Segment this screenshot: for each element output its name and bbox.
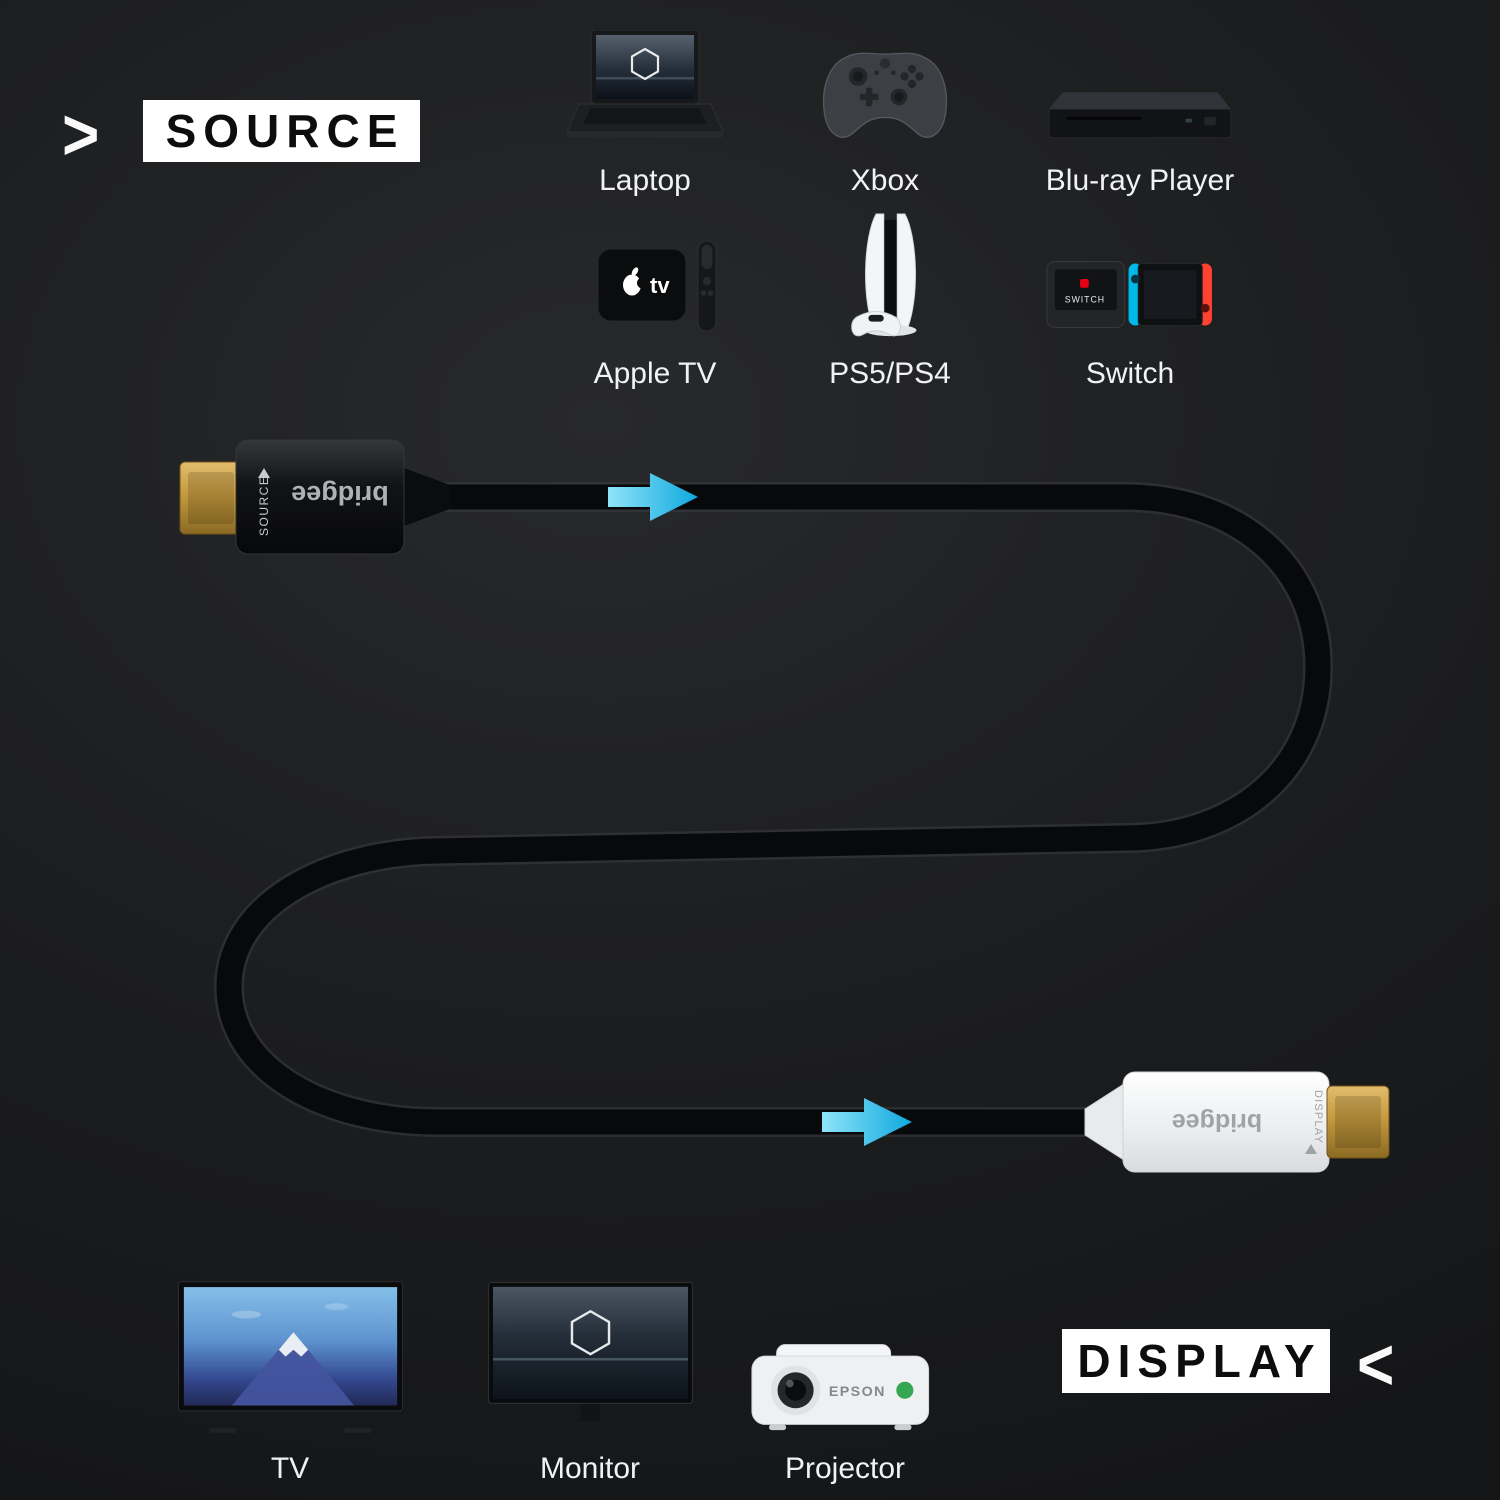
hexagon-logo-icon [570,1309,610,1356]
dualsense-controller-icon [850,311,901,337]
display-chevron-icon: < [1357,1322,1395,1406]
device-label-ps5: PS5/PS4 [829,357,951,390]
monitor-icon [487,1282,693,1431]
device-label-switch: Switch [1085,357,1175,390]
device-label-monitor: Monitor [539,1452,641,1485]
signal-arrow-bottom-icon [822,1098,912,1146]
device-label-laptop: Laptop [599,164,691,197]
source-connector: SOURCE bridgee [179,439,450,555]
nintendo-switch-icon: SWITCH [1046,261,1212,328]
projector-icon: EPSON [751,1344,930,1431]
device-ps5: PS5/PS4 [780,203,1000,391]
tv-icon [177,1281,403,1433]
device-projector: EPSON Projector [745,1280,945,1486]
hexagon-logo-icon [630,47,660,81]
display-label: DISPLAY [1077,1335,1322,1387]
device-label-tv: TV [270,1452,310,1485]
device-bluray: Blu-ray Player [1010,22,1270,198]
device-label-bluray: Blu-ray Player [1045,164,1235,197]
source-port-label: SOURCE [257,476,271,536]
bluray-player-icon [1048,92,1232,139]
laptop-icon [566,30,724,138]
device-label-appletv: Apple TV [593,357,717,390]
device-label-projector: Projector [784,1452,906,1485]
apple-tv-text: tv [650,273,670,298]
display-port-label: DISPLAY [1312,1090,1324,1144]
display-label-badge: DISPLAY [1062,1329,1330,1393]
ps5-console-icon [850,213,916,337]
triangle-marker-icon [258,468,270,478]
xbox-controller-icon [822,52,948,138]
projector-logo-dot-icon [896,1381,914,1399]
signal-arrow-top-icon [608,473,698,521]
device-xbox: Xbox [770,22,1000,198]
cable-path [213,482,1334,1137]
mountain-graphic [231,1332,354,1406]
apple-tv-icon: tv [597,240,717,332]
device-appletv: tv Apple TV [540,215,770,391]
device-label-xbox: Xbox [850,164,920,197]
device-switch: SWITCH Switch [1015,215,1245,391]
device-tv: TV [175,1280,405,1486]
display-connector: bridgee DISPLAY [1084,1071,1390,1173]
source-label: SOURCE [165,105,405,157]
triangle-marker-icon [1305,1144,1317,1154]
projector-brand-text: EPSON [829,1384,886,1400]
source-chevron-icon: > [62,92,100,176]
hdmi-plug-gold-display [1326,1085,1390,1159]
display-brand-text: bridgee [1172,1108,1262,1136]
source-brand-text: bridgee [291,480,389,510]
device-laptop: Laptop [530,22,760,198]
switch-dock-text: SWITCH [1065,294,1105,304]
apple-logo-icon [623,267,648,296]
source-connector-body [235,439,405,555]
switch-logo-icon [1080,278,1089,288]
source-label-badge: SOURCE [143,100,420,162]
device-monitor: Monitor [485,1280,695,1486]
